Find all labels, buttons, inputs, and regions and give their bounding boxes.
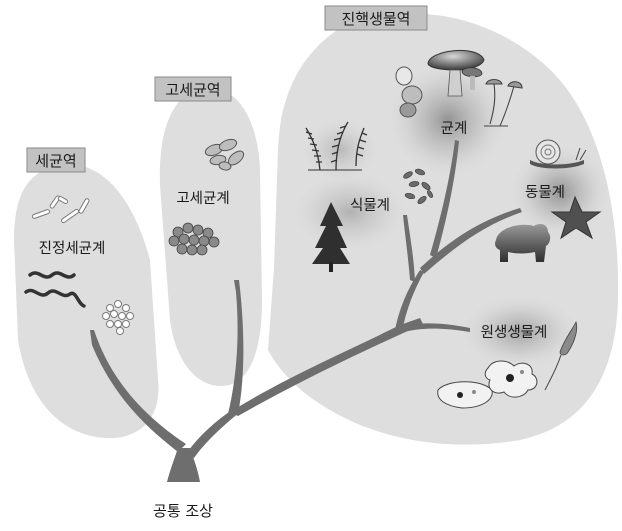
- upper-branch: [395, 270, 424, 332]
- mushroom-icon: [427, 49, 485, 97]
- archaea-branch: [228, 280, 244, 414]
- paramecium-icon: [437, 381, 493, 409]
- phylogenetic-branches: [90, 140, 522, 482]
- eukarya-domain-label: 진핵생물역: [341, 10, 410, 28]
- archaea-domain-box: [154, 76, 232, 102]
- flagellate-icon: [544, 320, 578, 391]
- common-ancestor-label: 공통 조상: [153, 502, 213, 520]
- spiral-bacteria-icon: [24, 271, 86, 308]
- protist-shade: [458, 294, 582, 370]
- plant-shade: [290, 170, 410, 254]
- main-branch: [186, 410, 240, 458]
- plant-kingdom-label: 식물계: [350, 197, 390, 214]
- rod-bacteria-icon: [31, 195, 90, 224]
- bacteria-domain-box: [26, 147, 86, 173]
- yeast-icon: [395, 66, 423, 118]
- plant-branch: [403, 215, 415, 282]
- seed-icon: [403, 168, 433, 205]
- protist-kingdom-label: 원생생물계: [481, 324, 548, 341]
- bacteria-domain-label: 세균역: [35, 152, 76, 170]
- archaea-bacilli-icon: [204, 138, 245, 171]
- bacteria-region: [14, 164, 159, 439]
- archaebacteria-kingdom-label: 고세균계: [176, 190, 229, 207]
- starfish-icon: [550, 195, 602, 240]
- eukarya-domain-box: [324, 5, 428, 31]
- eubacteria-kingdom-label: 진정세균계: [39, 240, 106, 257]
- coccus-bacteria-icon: [102, 300, 134, 335]
- archaea-domain-label: 고세균역: [165, 81, 220, 99]
- conifer-tree-icon: [312, 202, 350, 272]
- eukarya-branch: [230, 318, 423, 416]
- protist-branch: [400, 323, 470, 332]
- mold-icon: [484, 78, 523, 127]
- archaea-cocci-cluster-icon: [168, 222, 220, 256]
- fern-icon: [305, 121, 368, 171]
- bear-icon: [495, 224, 551, 262]
- animal-kingdom-label: 동물계: [525, 184, 565, 201]
- animal-branch: [420, 208, 522, 274]
- snail-icon: [530, 139, 587, 169]
- amoeba-icon: [484, 360, 538, 398]
- fungi-branch: [430, 140, 459, 258]
- bacteria-branch: [90, 330, 186, 452]
- fungi-kingdom-label: 균계: [441, 120, 468, 137]
